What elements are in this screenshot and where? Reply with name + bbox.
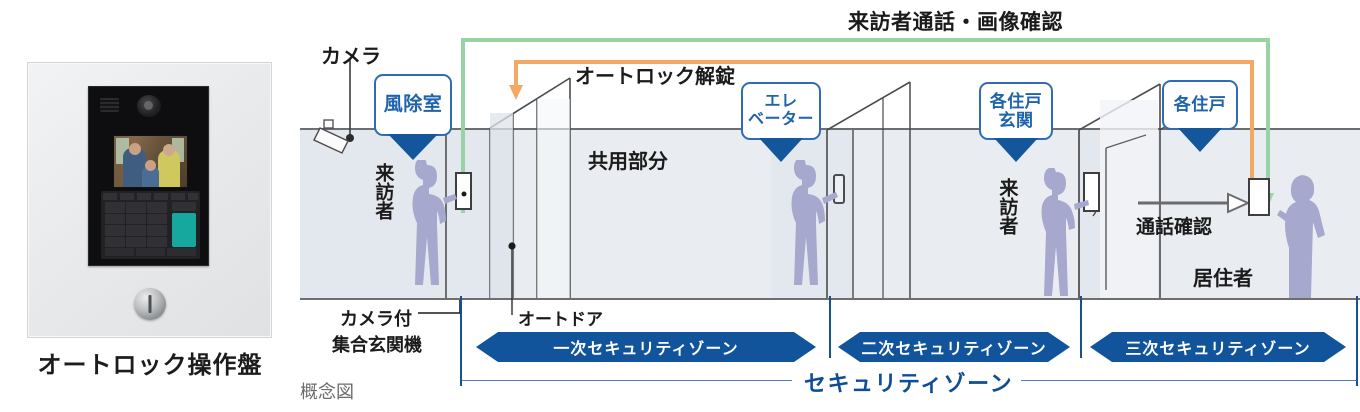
entrance-panel-device (455, 172, 472, 210)
panel-faceplate (27, 62, 272, 338)
zone-tick-1 (460, 296, 462, 386)
label-visitor-1: 来訪者 (372, 163, 394, 220)
security-zone-diagram: 来訪者通話・画像確認 (300, 0, 1360, 412)
callout-unit: 各住戸 (1162, 80, 1238, 152)
callout-unit-label: 各住戸 (1173, 95, 1227, 115)
diagram-vectors (313, 38, 1274, 315)
camera-lens-icon (137, 95, 161, 117)
panel-device-body (88, 86, 209, 266)
security-zone-label: セキュリティゾーン (796, 366, 1022, 398)
talk-button-icon (172, 213, 196, 247)
zone-bar-primary: 一次セキュリティゾーン (476, 332, 816, 362)
callout-unit-entrance-pointer (994, 138, 1038, 162)
zone-tick-3 (1080, 296, 1082, 358)
diagram-footnote: 概念図 (300, 382, 354, 402)
label-entrance-panel-line2: 集合玄関機 (332, 335, 422, 355)
callout-vestibule-pointer (388, 134, 438, 160)
callout-unit-pointer (1178, 128, 1222, 152)
zone-bar-tertiary: 三次セキュリティゾーン (1090, 332, 1346, 362)
callout-elevator-label-line1: エレ (764, 93, 798, 111)
panel-video-screen (113, 135, 188, 188)
key-cylinder-icon (133, 288, 166, 320)
orange-path-arrowhead (509, 85, 523, 100)
zone-bar-secondary: 二次セキュリティゾーン (838, 332, 1070, 362)
label-camera: カメラ (321, 46, 381, 68)
label-resident: 居住者 (1193, 268, 1253, 290)
corridor-room (853, 130, 1079, 298)
label-visitor-2: 来訪者 (996, 178, 1018, 235)
person-resident (1268, 172, 1334, 300)
speaker-grille-icon (100, 98, 119, 112)
callout-vestibule-label: 風除室 (383, 94, 443, 116)
person-visitor-elevator (782, 160, 842, 300)
orange-unlock-path (514, 60, 1254, 196)
ceiling-camera-icon (313, 58, 354, 154)
person-visitor-entrance (403, 160, 463, 300)
numeric-keypad-icon (101, 191, 200, 259)
callout-unit-entrance-label-line2: 玄関 (998, 111, 1034, 130)
label-talk-confirm: 通話確認 (1136, 217, 1213, 238)
zone-bar-tertiary-label: 三次セキュリティゾーン (1125, 341, 1311, 358)
callout-unit-entrance: 各住戸 玄関 (979, 82, 1053, 162)
autolock-panel-photo: オートロック操作盤 (0, 0, 300, 412)
entrance-panel-button-icon (461, 191, 466, 197)
green-signal-path (461, 38, 1270, 213)
diagram-title: 来訪者通話・画像確認 (848, 10, 1063, 34)
security-zone-line-right (1005, 380, 1357, 381)
zone-bar-primary-label: 一次セキュリティゾーン (553, 341, 739, 358)
callout-elevator: エレ ベーター (741, 82, 821, 162)
person-visitor-unit-door (1030, 168, 1092, 300)
photo-caption: オートロック操作盤 (37, 353, 263, 379)
label-auto-door: オートドア (518, 310, 603, 329)
callout-vestibule: 風除室 (374, 74, 452, 160)
zone-tick-4 (1356, 296, 1358, 386)
label-auto-unlock: オートロック解錠 (575, 66, 735, 88)
callout-elevator-pointer (759, 138, 803, 162)
resident-intercom (1248, 178, 1270, 216)
security-zone-line-left (462, 380, 792, 381)
label-entrance-panel-line1: カメラ付 (340, 309, 412, 329)
callout-unit-entrance-label-line1: 各住戸 (989, 91, 1043, 111)
zone-bar-secondary-label: 二次セキュリティゾーン (861, 341, 1047, 358)
callout-elevator-label-line2: ベーター (747, 111, 814, 128)
zone-tick-2 (829, 296, 831, 358)
label-common-area: 共用部分 (588, 151, 668, 173)
